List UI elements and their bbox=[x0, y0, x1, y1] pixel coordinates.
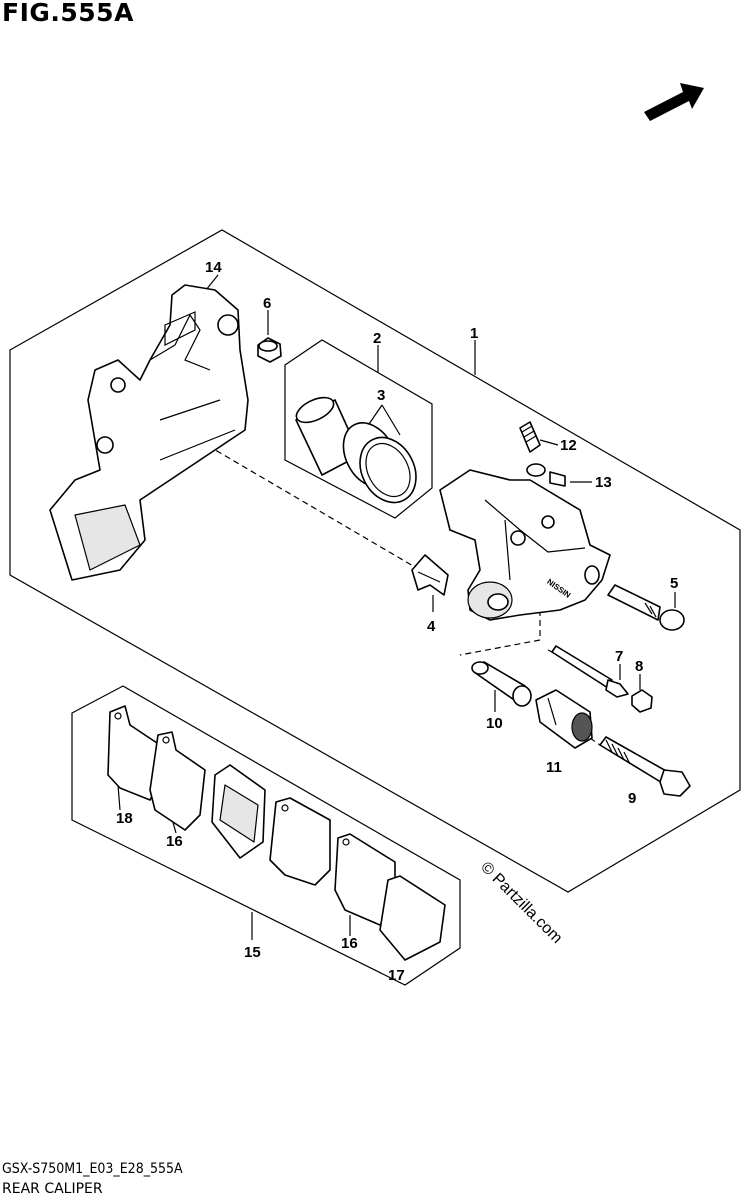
callout-3: 3 bbox=[377, 387, 385, 404]
callout-5: 5 bbox=[670, 575, 678, 592]
callout-15: 15 bbox=[244, 944, 261, 961]
slide-pin-bolt bbox=[607, 584, 685, 631]
callout-6: 6 bbox=[263, 295, 271, 312]
pad-kit-outline bbox=[71, 685, 461, 986]
pad-pin bbox=[551, 645, 629, 698]
callout-12: 12 bbox=[560, 437, 577, 454]
caliper-bracket bbox=[49, 284, 249, 581]
callout-11: 11 bbox=[546, 759, 562, 776]
assembly-outline bbox=[9, 229, 741, 893]
callout-17: 17 bbox=[388, 967, 405, 984]
figure-title: FIG.555A bbox=[2, 0, 134, 27]
brake-pads bbox=[107, 705, 446, 961]
callout-14: 14 bbox=[205, 259, 222, 276]
callout-16b: 16 bbox=[341, 935, 358, 952]
bleeder-cap bbox=[526, 463, 566, 487]
callout-10: 10 bbox=[486, 715, 503, 732]
callout-4: 4 bbox=[427, 618, 436, 635]
mounting-bolt bbox=[599, 736, 691, 797]
callout-9: 9 bbox=[628, 790, 636, 807]
slide-sleeve bbox=[471, 661, 532, 707]
callout-2: 2 bbox=[373, 330, 381, 347]
bleeder-valve bbox=[519, 421, 541, 453]
diagram-title: REAR CALIPER bbox=[2, 1181, 103, 1197]
diagram-code: GSX-S750M1_E03_E28_555A bbox=[2, 1161, 183, 1177]
callout-8: 8 bbox=[635, 658, 643, 675]
caliper-body: NISSIN bbox=[439, 469, 611, 621]
callout-16a: 16 bbox=[166, 833, 183, 850]
piston-and-seals bbox=[295, 396, 417, 504]
callout-1: 1 bbox=[470, 325, 478, 342]
watermark: © Partzilla.com bbox=[477, 859, 565, 947]
callout-numbers: 1 2 3 4 5 6 7 8 9 10 11 12 13 14 15 16 1… bbox=[116, 259, 678, 984]
pad-spring bbox=[411, 554, 449, 596]
callout-13: 13 bbox=[595, 474, 612, 491]
pin-cap bbox=[631, 689, 653, 713]
dust-boot bbox=[535, 689, 593, 749]
fwd-arrow-icon: FWD bbox=[644, 83, 704, 129]
callout-18: 18 bbox=[116, 810, 133, 827]
piston-seal-outline bbox=[284, 339, 433, 519]
nut bbox=[257, 337, 282, 363]
callout-7: 7 bbox=[615, 648, 623, 665]
